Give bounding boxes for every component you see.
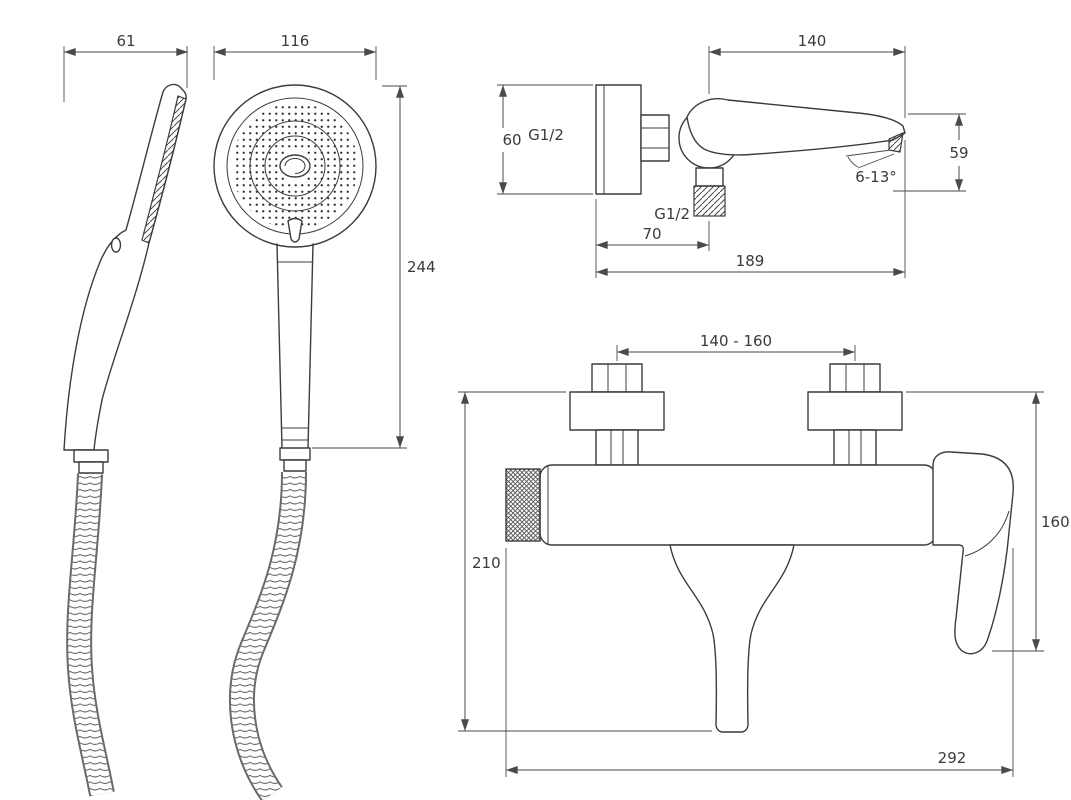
- angle-label: 6-13°: [855, 168, 897, 186]
- outlet-pipe-thread: [693, 185, 726, 217]
- lever-handle-inner-line: [964, 510, 1010, 557]
- mixer-body-front: [539, 464, 937, 546]
- handshower-front-view: [213, 84, 377, 472]
- waterfall-spout: [669, 544, 795, 733]
- dimensions-side-view: 60 G1/2 140 59 6-13° G1/2 70 189: [497, 32, 969, 278]
- fitting-hex-top: [829, 363, 881, 393]
- dim-189-label: 189: [736, 252, 765, 270]
- handle-connector-nut-front: [279, 447, 311, 461]
- spray-face-edge: [141, 95, 187, 244]
- fitting-hex-facets: [607, 364, 627, 392]
- fitting-flange: [807, 391, 903, 431]
- handshower-side-view: [63, 83, 187, 474]
- dim-116-label: 116: [281, 32, 310, 50]
- handle-connector-collar-front: [283, 459, 307, 472]
- dimensions-front-view: 140 - 160 210 160 292: [458, 332, 1070, 777]
- handshower-body-outline: [63, 83, 187, 451]
- fitting-hex-top: [591, 363, 643, 393]
- dim-centers-label: 140 - 160: [700, 332, 772, 350]
- dim-59-label: 59: [949, 144, 968, 162]
- spout-lever-side: [686, 98, 906, 156]
- hose-left-texture: [68, 473, 113, 797]
- dim-160-label: 160: [1041, 513, 1070, 531]
- mounting-fitting-right: [807, 363, 903, 466]
- dim-61-label: 61: [116, 32, 135, 50]
- inlet-nipple-hex: [640, 114, 670, 162]
- fitting-flange: [569, 391, 665, 431]
- diverter-tab: [287, 217, 303, 243]
- fitting-hex-bottom: [833, 429, 877, 466]
- fitting-hex-facets: [845, 364, 865, 392]
- angle-indicator-line-1: [845, 149, 892, 157]
- dim-210-label: 210: [472, 554, 501, 572]
- thread-bottom-label: G1/2: [654, 205, 690, 223]
- handle-connector-collar-side: [78, 461, 104, 474]
- hose-right-texture: [230, 471, 305, 800]
- handle-front-right-edge: [307, 243, 314, 449]
- handle-connector-nut-side: [73, 449, 109, 463]
- wall-plate: [595, 84, 642, 195]
- mode-button: [110, 237, 122, 253]
- mounting-fitting-left: [569, 363, 665, 466]
- nipple-facet-line: [641, 127, 669, 149]
- mixer-side-view: [595, 84, 906, 217]
- thread-top-label: G1/2: [528, 126, 564, 144]
- dimensions-handshower: 61 116 244: [63, 32, 436, 449]
- shower-hoses: [66, 471, 307, 800]
- fitting-hex-facets: [848, 430, 862, 465]
- fitting-hex-bottom: [595, 429, 639, 466]
- dim-140-label: 140: [798, 32, 827, 50]
- outlet-pipe: [695, 167, 724, 187]
- fitting-hex-facets: [610, 430, 624, 465]
- spray-ring-outer: [249, 120, 341, 212]
- head-center-swirl: [284, 158, 306, 174]
- mixer-front-view: [505, 363, 1014, 733]
- dim-60-label: 60: [502, 131, 521, 149]
- angle-indicator-arc: [847, 156, 859, 168]
- dim-292-label: 292: [938, 749, 967, 767]
- dim-244-label: 244: [407, 258, 436, 276]
- angle-indicator-line-2: [857, 153, 895, 169]
- spray-ring-inner: [264, 135, 326, 197]
- knurled-end-cap: [505, 468, 541, 542]
- handle-front-left-edge: [276, 243, 283, 449]
- spout-outlet: [888, 132, 904, 153]
- dim-70-label: 70: [642, 225, 661, 243]
